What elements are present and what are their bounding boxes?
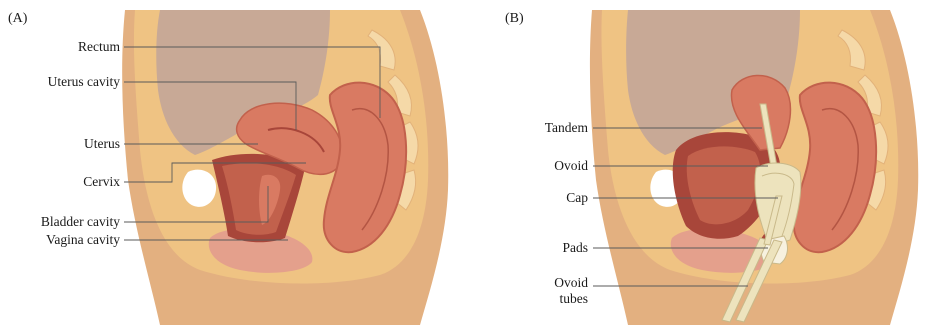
label-rectum: Rectum bbox=[78, 39, 120, 54]
panel-a: (A) Rectum Uterus cavity Uterus Cervix B… bbox=[8, 10, 448, 325]
label-bladder-cavity: Bladder cavity bbox=[41, 214, 120, 229]
label-ovoid-tubes-line1: Ovoid bbox=[554, 275, 588, 290]
label-uterus: Uterus bbox=[84, 136, 120, 151]
panel-a-label: (A) bbox=[8, 11, 28, 26]
panel-b: (B) Tandem Ovoid Cap Pads Ovoid tubes bbox=[505, 10, 918, 325]
label-cap: Cap bbox=[566, 190, 588, 205]
panel-a-pubic-bone bbox=[182, 170, 216, 207]
label-tandem: Tandem bbox=[545, 120, 589, 135]
label-ovoid: Ovoid bbox=[554, 158, 588, 173]
label-uterus-cavity: Uterus cavity bbox=[48, 74, 121, 89]
label-cervix: Cervix bbox=[83, 174, 120, 189]
panel-b-label: (B) bbox=[505, 11, 524, 26]
label-vagina-cavity: Vagina cavity bbox=[46, 232, 120, 247]
label-pads: Pads bbox=[562, 240, 588, 255]
label-ovoid-tubes-line2: tubes bbox=[560, 291, 589, 306]
